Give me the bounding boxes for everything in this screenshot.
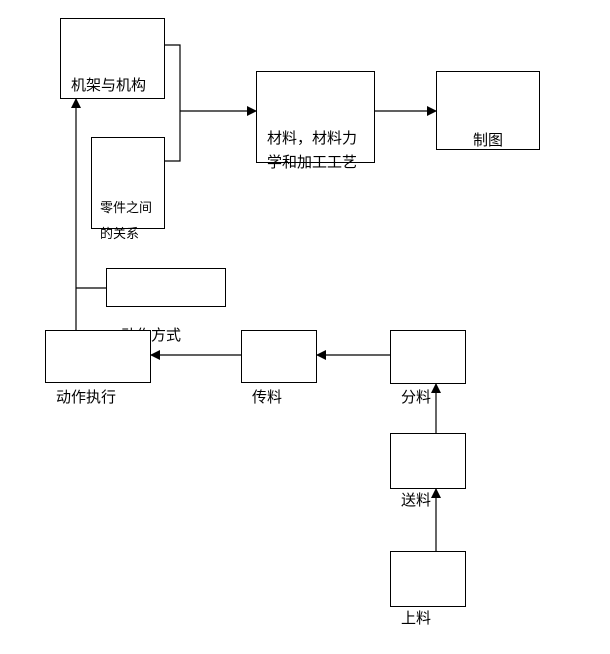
node-material: 材料，材料力学和加工工艺 bbox=[256, 71, 375, 171]
node-feed-label: 送料 bbox=[401, 491, 432, 509]
node-transfer: 传料 bbox=[241, 330, 317, 406]
node-drawing-label: 制图 bbox=[472, 131, 503, 149]
bracket-connector bbox=[165, 44, 181, 162]
node-parts-relation-label: 零件之间的关系 bbox=[100, 201, 153, 242]
node-frame-mechanism: 机架与机构 bbox=[60, 18, 165, 99]
node-load: 上料 bbox=[390, 551, 466, 627]
node-drawing: 制图 bbox=[436, 71, 540, 150]
node-load-label: 上料 bbox=[401, 609, 432, 627]
node-frame-mechanism-label: 机架与机构 bbox=[71, 76, 147, 94]
node-action-mode: 动作方式 bbox=[106, 268, 226, 344]
node-split-label: 分料 bbox=[401, 388, 432, 406]
node-action-exec-label: 动作执行 bbox=[56, 388, 117, 406]
node-material-label: 材料，材料力学和加工工艺 bbox=[267, 129, 358, 171]
node-action-exec: 动作执行 bbox=[45, 330, 151, 406]
node-split: 分料 bbox=[390, 330, 466, 406]
node-parts-relation: 零件之间的关系 bbox=[91, 137, 165, 242]
node-feed: 送料 bbox=[390, 433, 466, 509]
node-transfer-label: 传料 bbox=[252, 388, 283, 406]
